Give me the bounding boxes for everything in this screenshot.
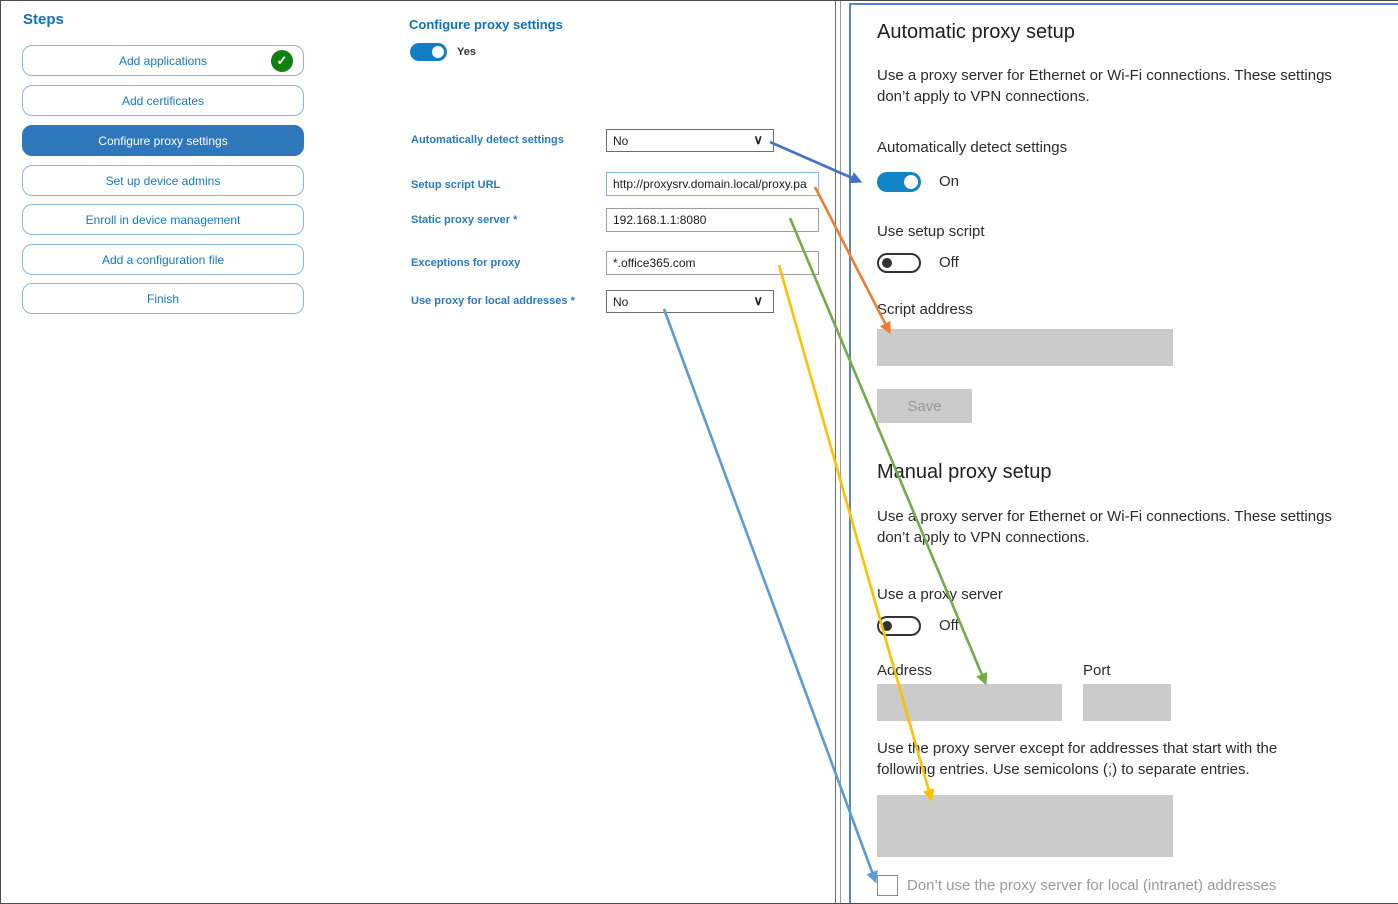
sidebar-item-enroll-in-device-management[interactable]: Enroll in device management [22,204,304,235]
use-setup-script-state: Off [939,254,959,271]
static-proxy-input[interactable] [606,208,819,232]
proxy-port-input[interactable] [1083,684,1171,721]
auto-detect-label: Automatically detect settings [411,134,564,146]
local-intranet-checkbox[interactable] [877,875,898,896]
setup-script-url-input[interactable] [606,172,819,196]
manual-proxy-description: Use a proxy server for Ethernet or Wi-Fi… [877,508,1332,546]
sidebar-item-add-applications[interactable]: Add applications ✓ [22,45,304,76]
chevron-down-icon: ∨ [753,132,763,147]
toggle-knob [904,175,918,189]
manual-proxy-heading: Manual proxy setup [877,461,1052,483]
auto-detect-toggle[interactable] [877,172,921,192]
step-label: Finish [146,291,179,306]
step-label: Enroll in device management [85,212,241,227]
local-addresses-label: Use proxy for local addresses * [411,295,575,307]
automatic-proxy-description: Use a proxy server for Ethernet or Wi-Fi… [877,67,1332,105]
dropdown-value: No [613,133,629,148]
toggle-knob [882,258,892,268]
chevron-down-icon: ∨ [753,293,763,308]
use-setup-script-toggle[interactable] [877,253,921,273]
static-proxy-label: Static proxy server * [411,214,518,226]
step-label: Add certificates [121,93,205,108]
setup-script-url-label: Setup script URL [411,179,501,191]
dropdown-value: No [613,294,629,309]
proxy-exceptions-textarea[interactable] [877,795,1173,857]
pane-divider [835,1,836,903]
toggle-knob [432,46,444,58]
use-setup-script-label: Use setup script [877,223,985,240]
sidebar-item-set-up-device-admins[interactable]: Set up device admins [22,165,304,196]
sidebar-item-add-certificates[interactable]: Add certificates [22,85,304,116]
configure-proxy-toggle[interactable] [410,43,447,61]
address-label: Address [877,662,933,679]
auto-detect-state: On [939,173,960,190]
sidebar-item-add-a-configuration-file[interactable]: Add a configuration file [22,244,304,275]
port-label: Port [1083,662,1111,679]
form-title: Configure proxy settings [409,17,563,32]
script-address-label: Script address [877,301,973,318]
pane-divider [840,1,841,903]
step-label: Configure proxy settings [98,133,228,148]
sidebar-item-finish[interactable]: Finish [22,283,304,314]
automatic-proxy-heading: Automatic proxy setup [877,21,1075,43]
step-label: Add a configuration file [101,252,225,267]
use-proxy-server-toggle[interactable] [877,616,921,636]
save-button[interactable]: Save [877,389,972,423]
use-proxy-server-state: Off [939,617,959,634]
auto-detect-settings-label: Automatically detect settings [877,139,1068,156]
steps-heading: Steps [23,11,64,28]
proxy-exceptions-description: Use the proxy server except for addresse… [877,740,1278,778]
proxy-address-input[interactable] [877,684,1062,721]
toggle-knob [882,621,892,631]
sidebar-item-configure-proxy-settings[interactable]: Configure proxy settings [22,125,304,156]
local-intranet-checkbox-label: Don’t use the proxy server for local (in… [907,877,1277,894]
local-addresses-arrow [662,308,878,884]
configure-proxy-toggle-label: Yes [457,46,476,58]
auto-detect-dropdown[interactable]: No ∨ [606,129,774,152]
exceptions-input[interactable] [606,251,819,275]
script-address-input[interactable] [877,329,1173,366]
use-proxy-server-label: Use a proxy server [877,586,1003,603]
step-label: Add applications [118,53,208,68]
completed-check-icon: ✓ [271,50,293,72]
exceptions-label: Exceptions for proxy [411,257,521,269]
local-addresses-dropdown[interactable]: No ∨ [606,290,774,313]
step-label: Set up device admins [105,173,221,188]
